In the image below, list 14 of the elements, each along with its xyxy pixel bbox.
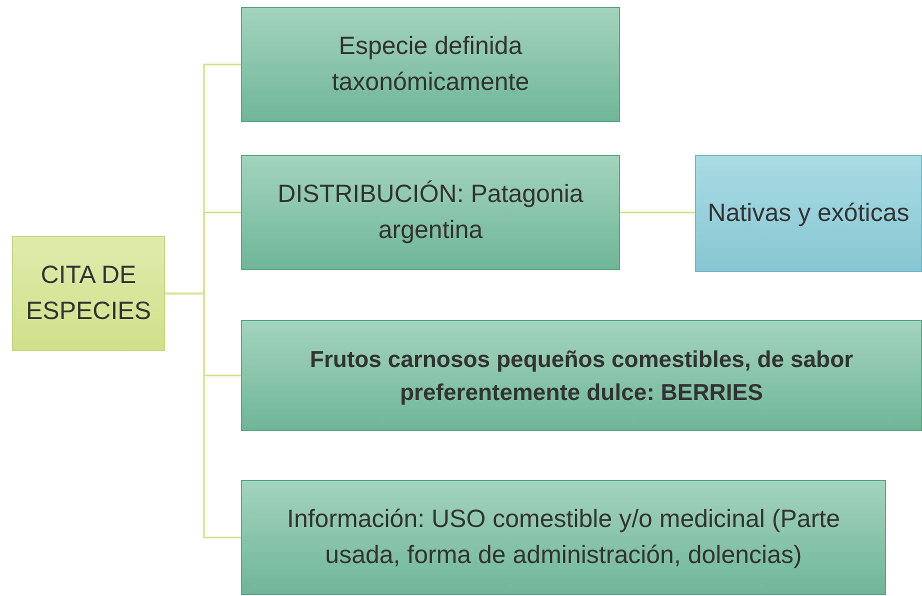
node-text: Nativas y exóticas [708,198,910,229]
category-box [695,155,922,272]
connector-line [165,292,241,538]
topic-box [241,320,922,431]
root-box [12,236,165,351]
topic-box [241,7,620,122]
topic-box [241,480,886,595]
node-text: Especie definida taxonómicamente [330,31,530,98]
node-text: Frutos carnosos pequeños comestibles, de sabor preferentemente dulce: BERRIES [308,344,854,407]
topic-box [241,155,620,270]
connector-line [620,212,695,214]
node-text: DISTRIBUCIÓN: Patagonia argentina [276,179,584,246]
node-text: Información: USO comestible y/o medicinal (Parte usada, forma de administración, dolencias) [286,504,841,570]
node-text: CITA DE ESPECIES [24,260,152,326]
